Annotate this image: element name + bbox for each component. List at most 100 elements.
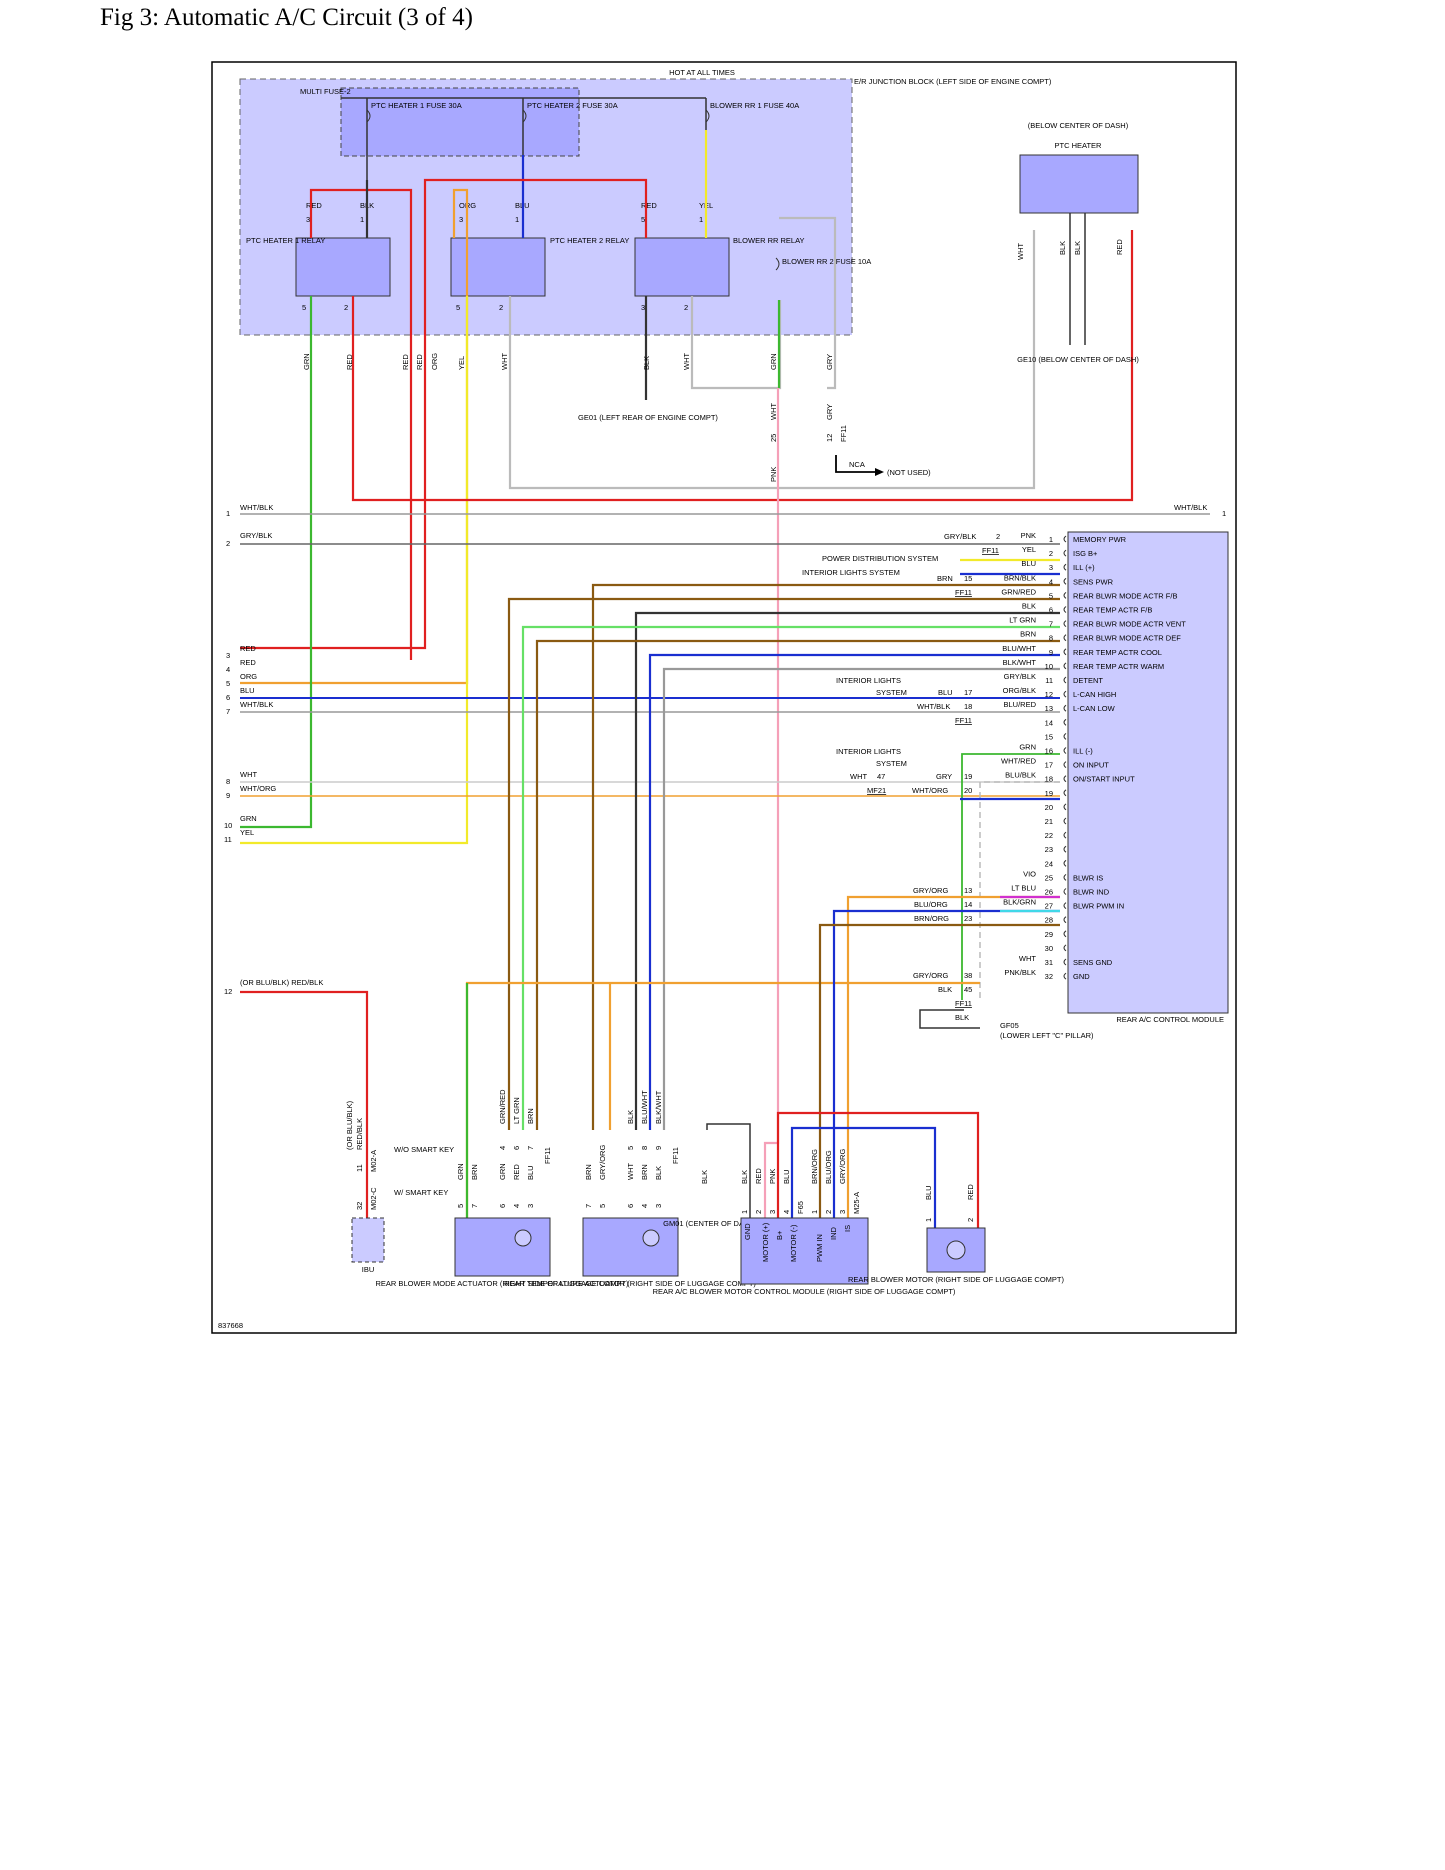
ge01-label: GE01 (LEFT REAR OF ENGINE COMPT) <box>578 413 718 422</box>
module-pin-terminal <box>1063 747 1067 754</box>
svg-text:BLK: BLK <box>740 1170 749 1184</box>
module-pin-terminal <box>1063 662 1067 670</box>
svg-text:7: 7 <box>526 1146 535 1150</box>
module-pin-number: 26 <box>1045 888 1053 897</box>
module-pin-wire: WHT <box>1019 954 1036 963</box>
relay-ptc-heater-1: PTC HEATER 1 RELAY 3 1 RED BLK 5 2 <box>246 201 391 312</box>
rear-ac-control-module <box>1067 531 1229 1014</box>
wire-red-ptc1 <box>309 188 413 660</box>
svg-text:5: 5 <box>226 679 230 688</box>
module-pin-wire: GRY/BLK <box>1004 672 1036 681</box>
svg-text:PTC HEATER: PTC HEATER <box>1055 141 1103 150</box>
svg-text:FF11: FF11 <box>671 1147 680 1164</box>
svg-text:FF11: FF11 <box>839 425 848 442</box>
svg-text:BLU: BLU <box>782 1169 791 1184</box>
svg-text:BLK: BLK <box>938 985 952 994</box>
ibu: IBU (OR BLU/BLK) RED/BLK 11 M02-A W/O SM… <box>345 1100 454 1274</box>
module-pin-number: 10 <box>1045 662 1053 671</box>
svg-text:IND: IND <box>829 1227 838 1241</box>
gm01-ground: BLK GM01 (CENTER OF DASH) <box>663 1170 757 1228</box>
svg-text:13: 13 <box>964 886 972 895</box>
svg-text:5: 5 <box>302 303 306 312</box>
multi-fuse-label: MULTI FUSE-2 <box>300 87 351 96</box>
svg-text:1: 1 <box>226 509 230 518</box>
svg-text:MF21: MF21 <box>867 786 886 795</box>
svg-text:RED: RED <box>754 1168 763 1184</box>
svg-text:RED: RED <box>240 658 256 667</box>
wire-org-ptc2 <box>240 188 469 685</box>
svg-text:RED/BLK: RED/BLK <box>355 1118 364 1150</box>
module-pin-label: ISG B+ <box>1073 549 1098 558</box>
svg-text:YEL: YEL <box>457 356 466 370</box>
module-pin-wire: PNK <box>1021 531 1036 540</box>
svg-text:BLU: BLU <box>526 1165 535 1180</box>
module-pin-terminal <box>1063 577 1067 585</box>
svg-text:6: 6 <box>626 1204 635 1208</box>
jb-bottom-wire-labels: GRN RED RED RED ORG YEL WHT BLK WHT GRN … <box>302 353 834 370</box>
svg-text:5: 5 <box>456 303 460 312</box>
svg-text:BLK: BLK <box>1058 241 1067 255</box>
module-pin-terminal <box>1063 775 1067 783</box>
svg-text:WHT: WHT <box>626 1163 635 1180</box>
svg-text:1: 1 <box>810 1210 819 1214</box>
svg-text:GM01 (CENTER OF DASH): GM01 (CENTER OF DASH) <box>663 1219 757 1228</box>
svg-text:6: 6 <box>498 1204 507 1208</box>
module-pin-terminal <box>1063 874 1067 881</box>
svg-text:WHT: WHT <box>500 353 509 370</box>
module-pin-terminal <box>1063 930 1067 938</box>
svg-text:GF05: GF05 <box>1000 1021 1019 1030</box>
module-pin-terminal <box>1063 831 1067 839</box>
module-pin-number: 14 <box>1045 718 1053 727</box>
svg-text:M02-A: M02-A <box>369 1150 378 1172</box>
svg-text:11: 11 <box>224 835 232 844</box>
module-pin-wire: WHT/RED <box>1001 757 1037 766</box>
wire-pnk <box>763 388 780 1218</box>
svg-text:BLU/ORG: BLU/ORG <box>914 900 948 909</box>
svg-text:GRN/RED: GRN/RED <box>498 1089 507 1124</box>
module-pin-label: GND <box>1073 972 1090 981</box>
module-pin-terminal <box>1063 620 1067 627</box>
module-pin-number: 22 <box>1045 831 1053 840</box>
module-pin-terminal <box>1063 648 1067 656</box>
module-pin-number: 15 <box>1045 732 1053 741</box>
ptc-heater-ground-wires <box>1069 213 1086 345</box>
svg-text:BLOWER RR 1 FUSE 40A: BLOWER RR 1 FUSE 40A <box>710 101 799 110</box>
ff11-connector-top: WHT GRY 25 12 FF11 PNK NCA (NOT USED) <box>769 403 931 482</box>
svg-text:IS: IS <box>843 1225 852 1232</box>
svg-text:GRN: GRN <box>498 1163 507 1180</box>
svg-text:4: 4 <box>226 665 230 674</box>
svg-text:FF11: FF11 <box>982 546 999 555</box>
wire-grn-16 <box>961 753 1060 1000</box>
wire-brn-org-23 <box>818 923 1060 1218</box>
nca-arrowhead <box>875 468 884 476</box>
svg-text:1: 1 <box>699 215 703 224</box>
svg-text:3: 3 <box>226 651 230 660</box>
wire-grn-red <box>507 597 1060 1130</box>
svg-text:GRY/ORG: GRY/ORG <box>913 971 948 980</box>
svg-text:45: 45 <box>964 985 972 994</box>
svg-text:BRN: BRN <box>640 1164 649 1180</box>
svg-text:BLK: BLK <box>700 1170 709 1184</box>
hot-at-all-times-label: HOT AT ALL TIMES <box>669 68 735 77</box>
page-title: Fig 3: Automatic A/C Circuit (3 of 4) <box>100 4 473 31</box>
wire-red-rbm <box>776 1111 980 1228</box>
svg-text:RED: RED <box>401 354 410 370</box>
module-pin-number: 27 <box>1045 902 1053 911</box>
module-pin-terminal <box>1063 690 1067 698</box>
module-pin-label: MEMORY PWR <box>1073 535 1127 544</box>
module-pin-terminal <box>1063 888 1067 895</box>
module-pin-label: ILL (+) <box>1073 563 1095 572</box>
wire-blk-bmcm-gnd <box>706 1123 751 1218</box>
svg-text:BRN: BRN <box>470 1164 479 1180</box>
svg-text:GRN: GRN <box>456 1163 465 1180</box>
module-pin-label: REAR TEMP ACTR WARM <box>1073 662 1164 671</box>
svg-text:REAR BLOWER MOTOR (RIGHT SIDE: REAR BLOWER MOTOR (RIGHT SIDE OF LUGGAGE… <box>848 1275 1064 1284</box>
svg-text:BRN: BRN <box>937 574 953 583</box>
wire-wht-ptc-heater <box>508 230 1036 490</box>
svg-text:REAR TEMPERATURE ACTUATOR (RIG: REAR TEMPERATURE ACTUATOR (RIGHT SIDE OF… <box>504 1279 756 1288</box>
module-pin-number: 21 <box>1045 817 1053 826</box>
module-pin-number: 32 <box>1045 972 1053 981</box>
module-pin-number: 19 <box>1045 789 1053 798</box>
module-pin-terminal <box>1063 606 1067 613</box>
